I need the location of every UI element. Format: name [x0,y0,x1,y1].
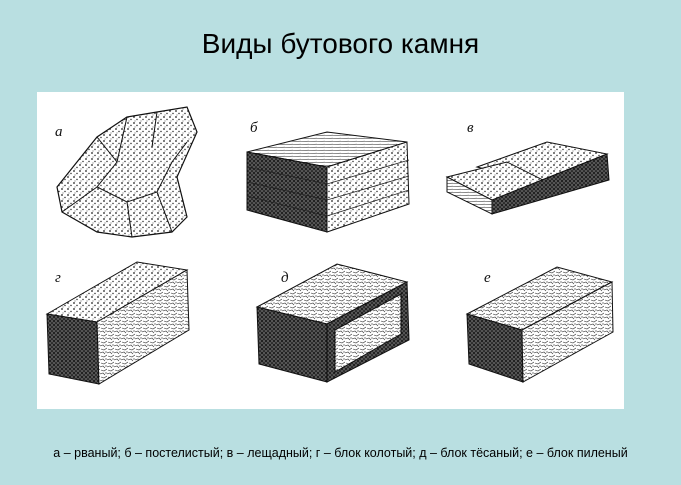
stone-figure-drawing [45,106,614,385]
bedded-stone-icon [246,131,410,233]
figure-caption: а – рваный; б – постелистый; в – лещадны… [53,446,628,460]
label-a: а [55,124,63,140]
label-e: е [484,270,491,286]
slide-title: Виды бутового камня [201,28,480,59]
stone-figure: а б в г д е [37,92,624,409]
split-block-icon [45,261,190,385]
label-g: г [55,270,61,286]
flagstone-icon [445,141,610,215]
rubble-stone-icon [56,106,198,238]
label-d: д [281,270,289,286]
label-b: б [250,120,258,136]
dressed-block-icon [255,263,410,383]
sawn-block-icon [465,266,614,383]
label-v: в [467,120,474,136]
